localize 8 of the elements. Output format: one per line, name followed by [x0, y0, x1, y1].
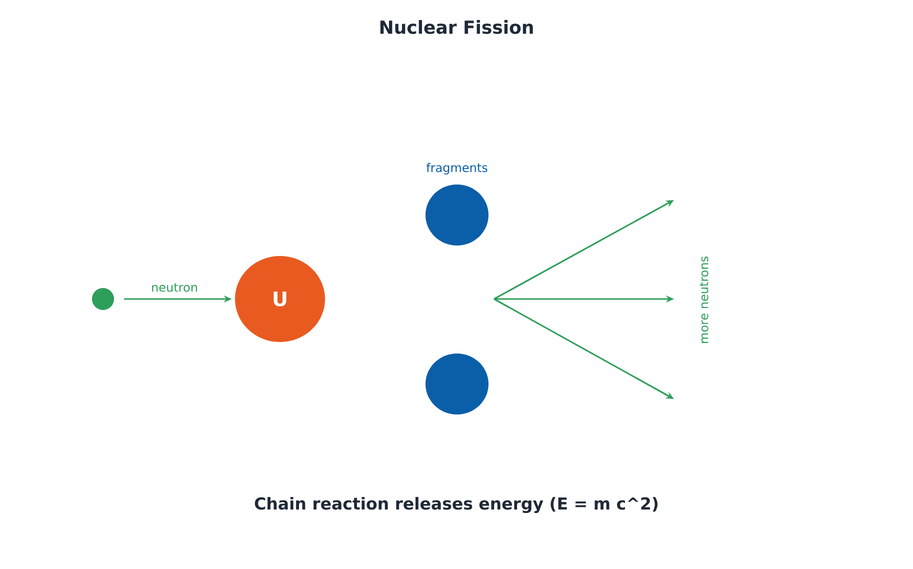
fragment-label: fragments	[426, 162, 488, 174]
caption: Chain reaction releases energy (E = m c^2)	[254, 496, 658, 514]
neutron-dot	[92, 288, 114, 310]
fragment-circle	[426, 354, 488, 414]
edge-label: neutron	[152, 283, 197, 292]
fragment-circle	[426, 184, 488, 246]
side-label: more neutrons	[700, 256, 708, 343]
title: Nuclear Fission	[380, 20, 533, 34]
